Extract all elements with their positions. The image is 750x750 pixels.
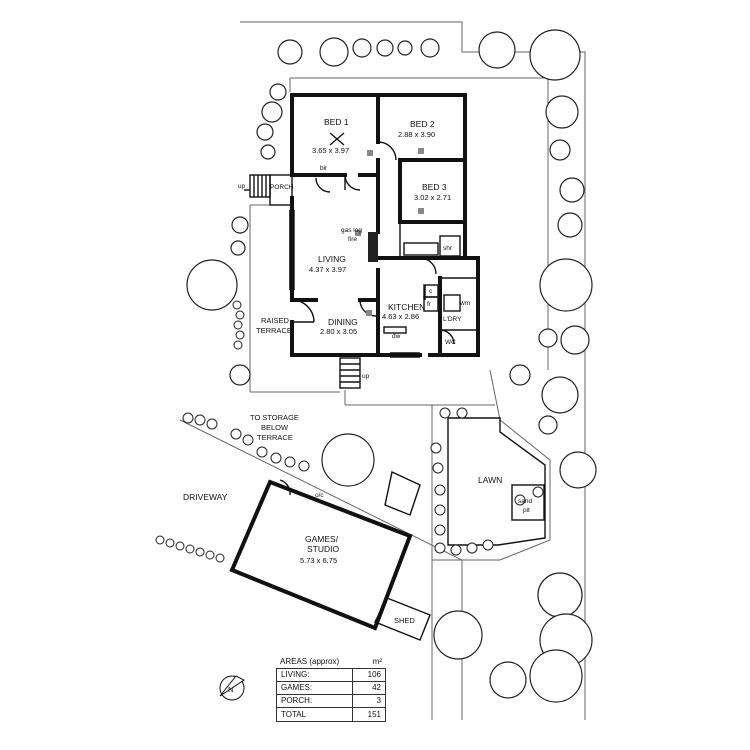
shrubs	[155, 300, 544, 563]
ceiling-fan-icon	[329, 132, 345, 146]
areas-row-value: 3	[376, 696, 381, 705]
storage-label-3: TERRACE	[257, 433, 293, 442]
areas-table: AREAS (approx) m² LIVING: 106 GAMES: 42 …	[276, 657, 386, 722]
bed1-size: 3.65 x 3.97	[312, 146, 349, 155]
games-name-2: STUDIO	[307, 544, 340, 554]
c-label: c	[429, 288, 433, 295]
kitchen-size: 4.63 x 2.86	[382, 312, 419, 321]
lawn-label: LAWN	[478, 475, 502, 485]
bir-label: bir	[320, 165, 328, 172]
living-name: LIVING	[318, 254, 346, 264]
raised-terrace-label-1: RAISED	[261, 316, 290, 325]
sandpit-label-1: sand	[518, 498, 532, 505]
bed2-name: BED 2	[410, 119, 435, 129]
wm-label: wm	[459, 300, 470, 307]
shr-label: shr	[443, 245, 453, 252]
bed3-size: 3.02 x 2.71	[414, 193, 451, 202]
bed2-size: 2.88 x 3.90	[398, 130, 435, 139]
areas-row-porch: PORCH: 3	[277, 694, 385, 707]
trees	[186, 29, 597, 703]
vents	[355, 148, 424, 316]
areas-row-value: 106	[367, 670, 381, 679]
games-size: 5.73 x 6.75	[300, 556, 337, 565]
up-terrace-label: up	[362, 373, 370, 380]
shed-label: SHED	[394, 616, 415, 625]
areas-row-living: LIVING: 106	[277, 669, 385, 681]
raised-terrace-label-2: TERRACE	[256, 326, 292, 335]
areas-row-label: PORCH:	[277, 695, 353, 707]
bed1-name: BED 1	[324, 117, 349, 127]
areas-unit: m²	[372, 657, 382, 666]
areas-row-label: GAMES:	[277, 682, 353, 694]
areas-grid: LIVING: 106 GAMES: 42 PORCH: 3	[276, 668, 386, 708]
ldry-label: L'DRY	[443, 316, 462, 323]
dining-size: 2.80 x 3.05	[320, 327, 357, 336]
areas-total-label: TOTAL	[277, 708, 353, 721]
north-arrow-icon: N	[219, 675, 245, 701]
north-label: N	[228, 685, 233, 694]
terrace-steps	[339, 357, 361, 389]
wc-label: WC	[445, 339, 456, 346]
up-porch-label: up	[238, 183, 246, 190]
porch-label: PORCH	[270, 184, 294, 191]
porch	[244, 174, 293, 206]
areas-header: AREAS (approx) m²	[276, 657, 386, 668]
areas-row-value: 42	[372, 683, 381, 692]
gas-log-label-1: gas log	[341, 227, 362, 234]
games-name-1: GAMES/	[305, 534, 339, 544]
sandpit-label-2: pit	[523, 507, 530, 514]
oc-label: o/c	[315, 492, 324, 499]
kitchen-name: KITCHEN	[388, 302, 425, 312]
areas-total-row: TOTAL 151	[276, 708, 386, 722]
areas-row-games: GAMES: 42	[277, 681, 385, 694]
games-studio-building	[229, 470, 421, 631]
areas-row-label: LIVING:	[277, 669, 353, 681]
driveway-label: DRIVEWAY	[183, 492, 228, 502]
shed	[374, 597, 431, 641]
storage-label-2: BELOW	[261, 423, 289, 432]
areas-total-value: 151	[367, 710, 381, 719]
bed3-name: BED 3	[422, 182, 447, 192]
living-size: 4.37 x 3.97	[309, 265, 346, 274]
dw-label: dw	[392, 333, 401, 340]
fr-label: fr	[427, 301, 432, 308]
storage-label-1: TO STORAGE	[250, 413, 299, 422]
house-walls	[289, 93, 480, 358]
dining-name: DINING	[328, 317, 358, 327]
areas-title: AREAS (approx)	[280, 657, 340, 666]
gas-log-label-2: fire	[348, 236, 357, 243]
doors	[291, 141, 455, 345]
